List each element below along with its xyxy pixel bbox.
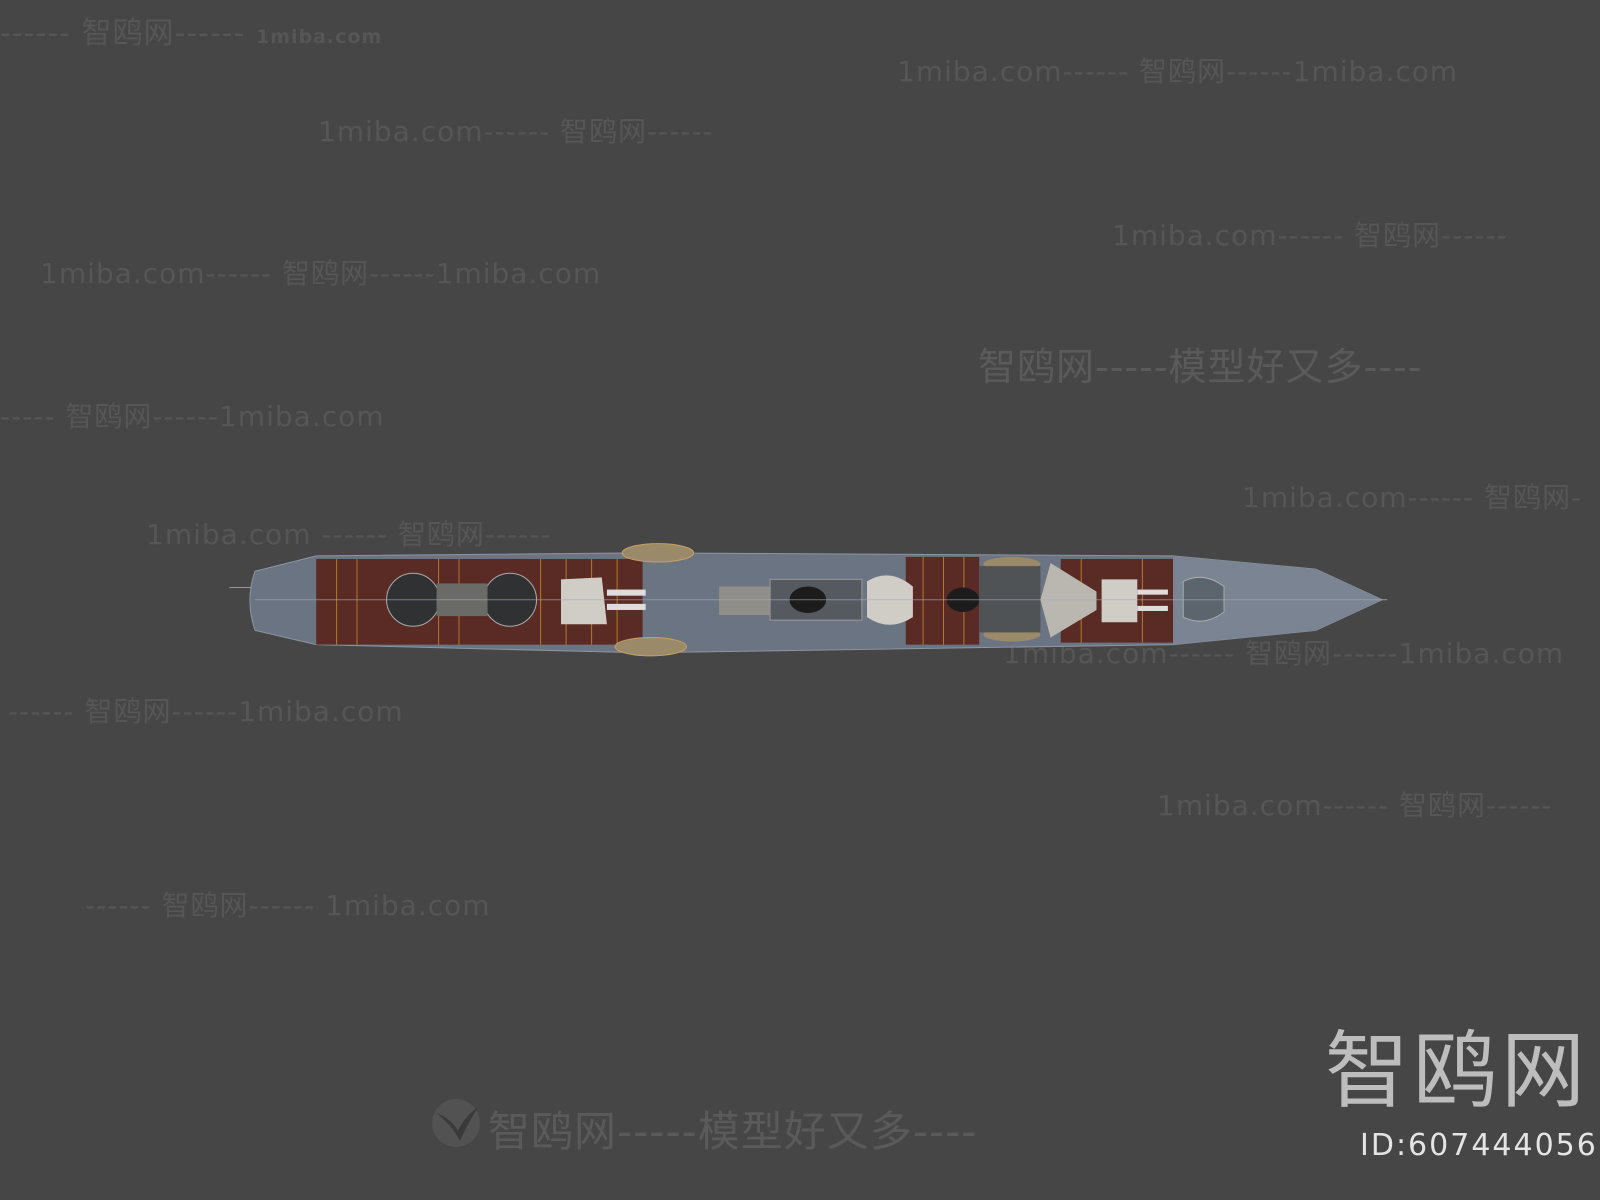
brand-logo: 智鸥网 bbox=[1325, 1022, 1590, 1120]
watermark: 1miba.com------ 智鸥网------1miba.com bbox=[897, 55, 1459, 88]
watermark: 1miba.com------ 智鸥网------ bbox=[1112, 219, 1508, 252]
lifeboat bbox=[614, 636, 687, 657]
watermark: ----- 智鸥网------1miba.com bbox=[0, 400, 385, 433]
watermark: 1miba.com------ 智鸥网------1miba.com bbox=[40, 257, 602, 290]
watermark: ------ 智鸥网------1miba.com bbox=[8, 695, 404, 728]
watermark: ------ 智鸥网------ 1miba.com bbox=[85, 889, 491, 922]
seagull-logo-icon bbox=[432, 1099, 480, 1147]
gun-turret bbox=[561, 577, 607, 625]
lifeboat bbox=[621, 543, 695, 563]
watermark: 1miba.com------ 智鸥网- bbox=[1242, 481, 1583, 514]
watermark: ------ 智鸥网------ 1miba.com bbox=[0, 16, 383, 51]
gun-turret bbox=[1101, 579, 1138, 623]
model-id-label: ID:607444056 bbox=[1360, 1128, 1598, 1163]
watermark: 1miba.com------ 智鸥网------ bbox=[1157, 789, 1553, 822]
watermark: 智鸥网-----模型好又多---- bbox=[978, 345, 1423, 389]
watermark: 智鸥网-----模型好又多---- bbox=[488, 1107, 978, 1156]
watermark: 1miba.com ------ 智鸥网------ bbox=[146, 518, 552, 551]
watermark: 1miba.com------ 智鸥网------ bbox=[318, 115, 714, 148]
